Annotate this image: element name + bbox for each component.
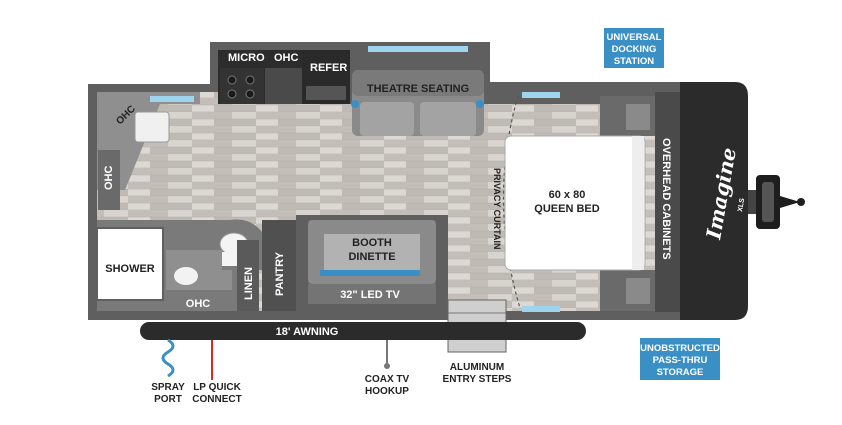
- micro-label: MICRO: [228, 52, 265, 64]
- steps-line-1: ALUMINUM: [450, 362, 504, 373]
- dinette-label: DINETTE: [348, 251, 395, 263]
- spray-line-2: PORT: [154, 394, 182, 405]
- brand-sub: XLS: [737, 197, 746, 212]
- bathroom: [96, 219, 296, 311]
- passthru-line-3: STORAGE: [657, 367, 704, 378]
- corner-counter: [97, 92, 200, 210]
- ohc-left-label: OHC: [103, 166, 115, 191]
- lp-line-2: CONNECT: [192, 394, 241, 405]
- coax-line-1: COAX TV: [365, 374, 410, 385]
- theatre-seating: [351, 46, 484, 136]
- privacy-curtain-line: [502, 95, 521, 309]
- coax-line: [384, 340, 390, 369]
- steps-line-2: ENTRY STEPS: [443, 374, 512, 385]
- ohc-top-label: OHC: [274, 52, 299, 64]
- passthru-line-2: PASS-THRU: [653, 355, 708, 366]
- hitch: [748, 175, 805, 229]
- booth-label: BOOTH: [352, 237, 392, 249]
- spray-port-hose: [161, 338, 175, 378]
- spray-line-1: SPRAY: [151, 382, 185, 393]
- theatre-label: THEATRE SEATING: [367, 83, 469, 95]
- awning-bar: [140, 322, 586, 340]
- front-cap: [680, 82, 748, 320]
- awning-label: 18' AWNING: [276, 326, 339, 338]
- pantry-label: PANTRY: [274, 251, 286, 296]
- lp-line-1: LP QUICK: [193, 382, 241, 393]
- docking-line-3: STATION: [614, 56, 654, 67]
- docking-line-2: DOCKING: [612, 44, 657, 55]
- booth-dinette: [296, 215, 448, 311]
- bed-size-label: 60 x 80: [549, 189, 586, 201]
- privacy-label: PRIVACY CURTAIN: [492, 168, 502, 250]
- docking-line-1: UNIVERSAL: [607, 32, 662, 43]
- bed-label: QUEEN BED: [534, 203, 599, 215]
- ohc-bath-label: OHC: [186, 298, 211, 310]
- kitchen-galley: [218, 50, 350, 104]
- docking-callout: [604, 28, 664, 68]
- shower-label: SHOWER: [105, 263, 155, 275]
- passthru-line-1: UNOBSTRUCTED: [640, 343, 720, 354]
- passthru-callout: [640, 338, 720, 380]
- coax-line-2: HOOKUP: [365, 386, 409, 397]
- overhead-label: OVERHEAD CABINETS: [660, 138, 672, 260]
- bedroom: [504, 92, 680, 312]
- tv-label: 32" LED TV: [340, 289, 400, 301]
- linen-label: LINEN: [243, 267, 255, 300]
- refer-label: REFER: [310, 62, 347, 74]
